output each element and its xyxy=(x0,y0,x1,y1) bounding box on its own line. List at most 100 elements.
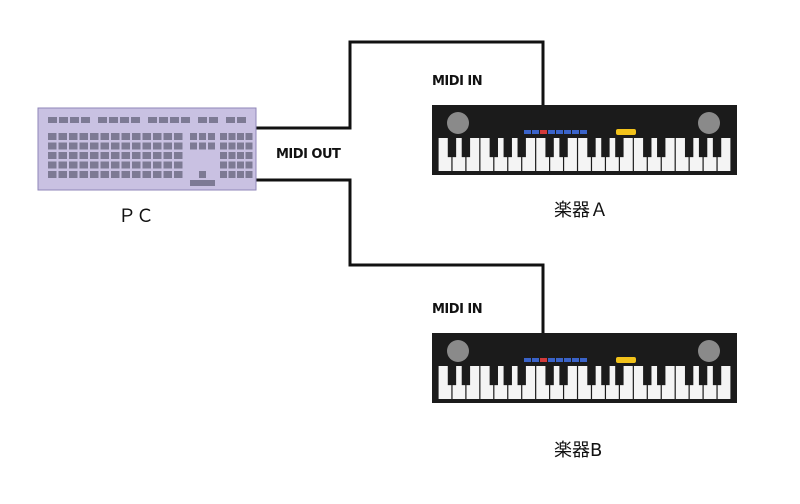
pc-key xyxy=(58,161,67,169)
pc-key xyxy=(79,161,88,169)
black-key xyxy=(517,366,526,386)
pc-key xyxy=(121,133,130,140)
pc-key xyxy=(174,133,183,140)
pc-key xyxy=(90,161,99,169)
black-key xyxy=(643,138,652,158)
pc-function-key xyxy=(170,117,179,123)
panel-button xyxy=(524,130,531,134)
black-key xyxy=(489,366,498,386)
pc-key xyxy=(111,161,120,169)
black-key xyxy=(615,138,624,158)
pc-key xyxy=(69,133,78,140)
pc-numpad-key xyxy=(245,142,253,150)
black-key xyxy=(447,138,457,158)
black-key xyxy=(601,138,610,158)
pc-key xyxy=(69,171,78,178)
instrument-b-label: 楽器B xyxy=(554,440,602,461)
pc-key xyxy=(111,171,120,178)
black-key xyxy=(615,366,624,386)
pc-function-key xyxy=(159,117,168,123)
pc-numpad-key xyxy=(245,133,253,140)
panel-button-yellow xyxy=(616,129,636,135)
panel-button xyxy=(580,130,587,134)
pc-function-key xyxy=(181,117,190,123)
panel-button xyxy=(556,358,563,362)
speaker-left-icon xyxy=(447,340,469,362)
black-key xyxy=(587,366,596,386)
pc-numpad-key xyxy=(245,161,253,169)
pc-key xyxy=(132,133,141,140)
pc-arrow-keys xyxy=(190,180,215,186)
panel-button xyxy=(540,130,547,134)
pc-numpad-key xyxy=(237,152,244,159)
pc-key xyxy=(58,152,67,159)
cable-to-instrument-b xyxy=(256,178,545,333)
pc-key xyxy=(79,133,88,140)
pc-numpad-key xyxy=(237,142,244,150)
pc-key xyxy=(174,171,183,178)
pc-key xyxy=(58,133,67,140)
pc-function-key xyxy=(81,117,90,123)
pc-key xyxy=(90,142,99,150)
pc-nav-key xyxy=(190,133,197,140)
pc-numpad-key xyxy=(245,152,253,159)
pc-key xyxy=(100,161,109,169)
pc-key xyxy=(58,142,67,150)
panel-button xyxy=(548,130,555,134)
pc-numpad-key xyxy=(220,152,227,159)
panel-button xyxy=(564,358,571,362)
speaker-left-icon xyxy=(447,112,469,134)
pc-key xyxy=(100,142,109,150)
pc-key xyxy=(69,152,78,159)
pc-function-key xyxy=(59,117,68,123)
pc-nav-key xyxy=(208,133,215,140)
pc-numpad-key xyxy=(237,133,244,140)
panel-button xyxy=(532,130,539,134)
pc-key xyxy=(90,152,99,159)
pc-key xyxy=(48,142,57,150)
pc-key xyxy=(100,171,109,178)
midi-out-label: MIDI OUT xyxy=(276,147,341,162)
pc-function-key xyxy=(109,117,118,123)
pc-function-key xyxy=(209,117,218,123)
pc-key xyxy=(48,161,57,169)
pc-key xyxy=(121,161,130,169)
pc-nav-key xyxy=(199,133,206,140)
midi-in-label-a: MIDI IN xyxy=(432,74,482,89)
black-key xyxy=(684,138,694,158)
panel-button-yellow xyxy=(616,357,636,363)
pc-key xyxy=(142,133,151,140)
black-key xyxy=(545,366,554,386)
pc-key xyxy=(48,152,57,159)
pc-key xyxy=(163,161,172,169)
pc-key xyxy=(90,171,99,178)
pc-numpad-key xyxy=(220,171,227,178)
black-key xyxy=(698,366,708,386)
pc-function-key xyxy=(98,117,107,123)
black-key xyxy=(461,366,471,386)
speaker-right-icon xyxy=(698,340,720,362)
pc-key xyxy=(100,133,109,140)
panel-button xyxy=(572,358,579,362)
black-key xyxy=(559,366,568,386)
pc-key xyxy=(142,161,151,169)
panel-button xyxy=(572,130,579,134)
pc-nav-key xyxy=(208,142,215,150)
pc-key xyxy=(153,161,162,169)
pc-function-key xyxy=(70,117,79,123)
pc-function-key xyxy=(120,117,129,123)
black-key xyxy=(503,138,512,158)
pc-function-key xyxy=(237,117,246,123)
pc-key xyxy=(174,152,183,159)
pc-key xyxy=(132,152,141,159)
panel-button xyxy=(540,358,547,362)
pc-key xyxy=(163,133,172,140)
pc-function-key xyxy=(131,117,140,123)
black-key xyxy=(517,138,526,158)
black-key xyxy=(601,366,610,386)
pc-function-key xyxy=(226,117,235,123)
pc-key xyxy=(153,152,162,159)
black-key xyxy=(559,138,568,158)
pc-key xyxy=(79,152,88,159)
pc-numpad-key xyxy=(220,161,227,169)
